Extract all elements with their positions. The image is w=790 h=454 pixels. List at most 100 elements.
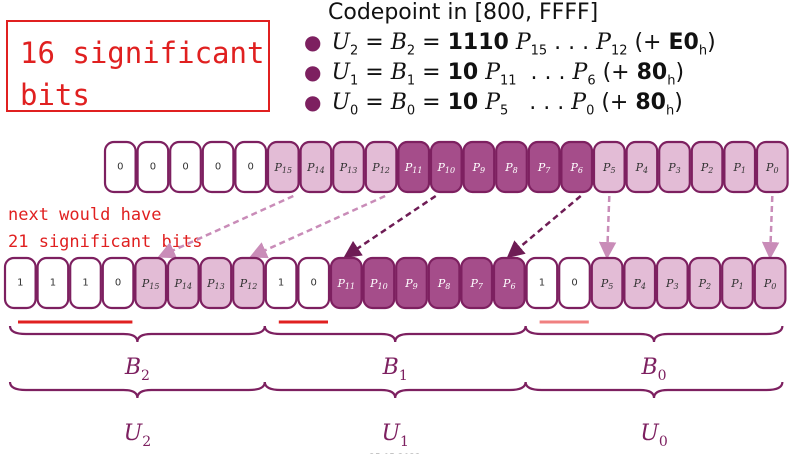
bit-label: P14: [306, 161, 325, 175]
bit-cell: [362, 256, 396, 310]
bullet-icon: ●: [304, 30, 322, 54]
bit-cell: [427, 256, 461, 310]
bit-label: P8: [437, 277, 451, 291]
bit-cell: [234, 140, 268, 194]
bit-cell: [364, 140, 398, 194]
callout-line-2: bits: [20, 78, 90, 112]
bit-label: P0: [765, 161, 779, 175]
bit-cell: [558, 256, 591, 310]
bit-cell: [297, 256, 331, 310]
group-brace: [263, 325, 527, 343]
rule-byte-2: ●U2 = B2 = 1110 P15 . . . P12 (+ E0h): [304, 30, 716, 59]
bit-label: P0: [763, 277, 777, 291]
bullet-icon: ●: [304, 60, 322, 84]
bit-cell: [560, 140, 594, 194]
note-line-1: next would have: [8, 205, 162, 225]
bit-cell: [492, 256, 526, 310]
bit-cell: [723, 140, 757, 194]
bit-cell: [688, 256, 722, 310]
bit-label: P14: [174, 277, 193, 291]
bit-cell: [397, 140, 431, 194]
bullet-icon: ●: [304, 90, 322, 114]
bit-label: P13: [206, 277, 225, 291]
bit-label: P8: [504, 161, 518, 175]
bit-cell: [201, 140, 235, 194]
bit-label: P9: [404, 277, 418, 291]
bit-cell: [169, 140, 202, 194]
bit-cell: [36, 256, 70, 310]
byte-label-2: B0: [640, 355, 666, 384]
bit-move-arrow: [598, 195, 617, 260]
unit-label-1: U1: [381, 421, 408, 450]
byte-label-0: B2: [124, 355, 150, 384]
group-brace: [8, 325, 266, 343]
callout-line-1: 16 significant: [20, 36, 265, 70]
bit-move-arrow: [343, 194, 437, 258]
bit-cell: [755, 140, 789, 194]
bit-cell: [527, 140, 561, 194]
group-brace: [263, 381, 527, 399]
bit-label: 1: [50, 278, 56, 289]
bit-cell: [462, 140, 496, 194]
bit-cell: [329, 256, 363, 310]
bit-label: P10: [437, 161, 456, 175]
bit-label: 0: [115, 278, 121, 289]
significant-bits-note: next would have 21 significant bits: [8, 202, 202, 256]
codepoint-range-heading: Codepoint in [800, FFFF]: [328, 0, 599, 25]
bit-label: 0: [117, 162, 123, 173]
bit-cell: [103, 140, 137, 194]
group-brace: [524, 381, 784, 399]
bit-label: 1: [17, 278, 23, 289]
bit-move-arrow: [506, 195, 582, 259]
bit-cell: [134, 256, 168, 310]
bit-cell: [590, 256, 624, 310]
bit-label: 0: [215, 162, 221, 173]
bit-label: P12: [371, 161, 390, 175]
bit-cell: [299, 140, 333, 194]
bit-label: P13: [339, 161, 358, 175]
bit-label: P6: [502, 277, 516, 291]
bit-label: P1: [730, 277, 744, 291]
bit-label: P15: [141, 277, 160, 291]
bit-label: 1: [278, 278, 284, 289]
bit-cell: [266, 140, 300, 194]
bit-cell: [655, 256, 689, 310]
bit-label: P5: [600, 277, 614, 291]
bit-label: P3: [667, 161, 681, 175]
bit-label: 1: [82, 278, 88, 289]
bit-label: P5: [602, 161, 616, 175]
bit-label: P10: [369, 277, 388, 291]
bit-cell: [623, 256, 657, 310]
bit-cell: [625, 140, 659, 194]
bit-label: P2: [698, 277, 712, 291]
bit-cell: [232, 256, 265, 310]
unit-label-0: U2: [124, 421, 151, 450]
bit-cell: [395, 256, 428, 310]
bit-label: 0: [182, 162, 188, 173]
bit-move-arrow: [249, 194, 386, 259]
bit-label: 1: [539, 278, 545, 289]
bit-cell: [690, 140, 724, 194]
group-brace: [524, 325, 784, 343]
bit-move-arrow: [761, 195, 780, 260]
bit-label: P7: [469, 277, 483, 291]
group-brace: [8, 381, 266, 399]
bit-cell: [495, 140, 528, 194]
bit-label: P11: [404, 161, 423, 175]
bit-cell: [3, 256, 37, 310]
bit-label: 0: [150, 162, 156, 173]
bit-cell: [199, 256, 233, 310]
bit-cell: [592, 140, 626, 194]
significant-bits-callout: 16 significant bits: [6, 20, 270, 112]
braces: [8, 325, 784, 399]
bit-cell: [460, 256, 494, 310]
bit-cell: [69, 256, 102, 310]
bit-label: 0: [248, 162, 254, 173]
bit-label: 0: [311, 278, 317, 289]
bit-label: P2: [700, 161, 714, 175]
note-line-2: 21 significant bits: [8, 232, 203, 252]
bit-label: 0: [571, 278, 577, 289]
bit-label: P3: [665, 277, 679, 291]
